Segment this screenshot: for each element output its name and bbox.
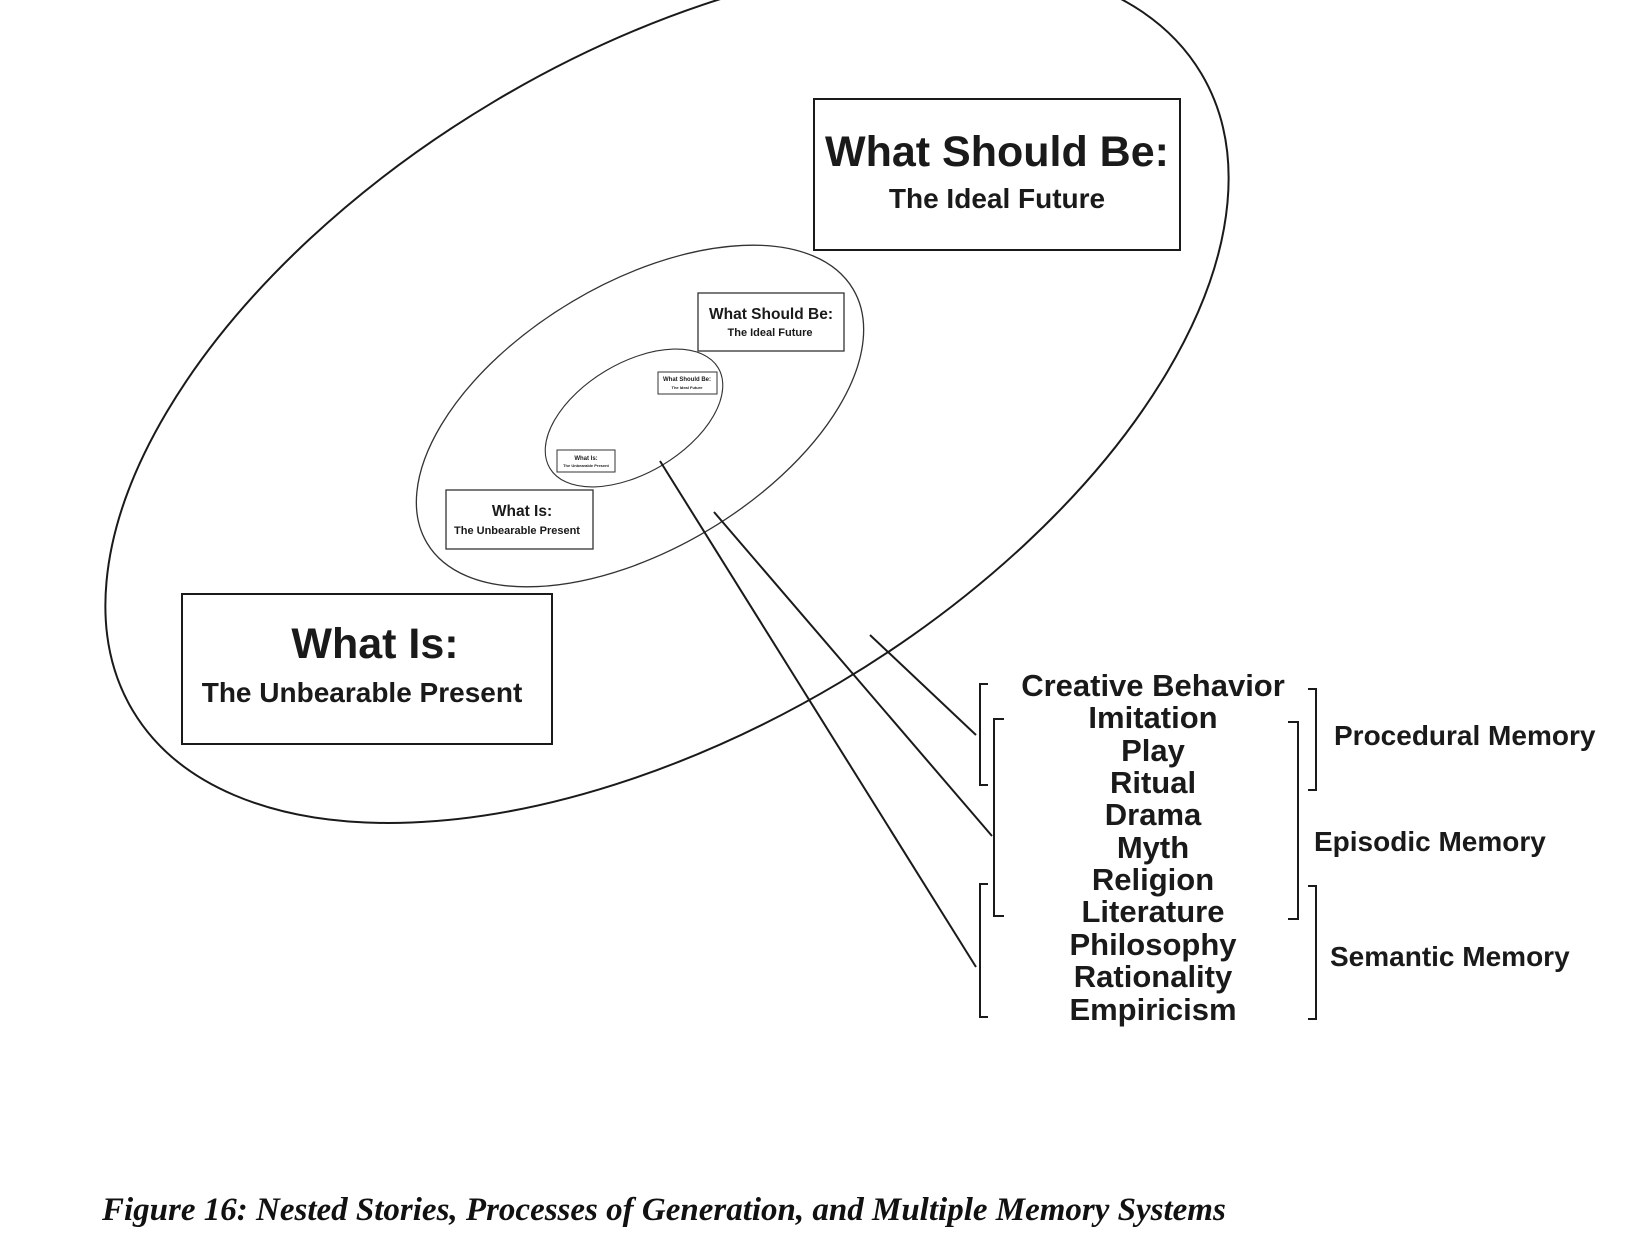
process-item: Ritual (1110, 765, 1196, 800)
process-item: Empiricism (1069, 992, 1236, 1027)
connector-line-inner (659, 460, 977, 968)
middle-future-title: What Should Be: (709, 306, 833, 323)
inner-present-box: What Is: The Unbearable Present (556, 449, 616, 473)
process-item: Philosophy (1069, 927, 1237, 962)
middle-present-title: What Is: (492, 503, 552, 520)
outer-present-title: What Is: (291, 620, 458, 668)
middle-future-box: What Should Be: The Ideal Future (697, 292, 845, 352)
inner-future-box: What Should Be: The Ideal Future (657, 371, 718, 395)
middle-story-ellipse (415, 244, 865, 588)
figure-caption: Figure 16: Nested Stories, Processes of … (102, 1192, 1226, 1228)
episodic-right-bracket (1288, 721, 1299, 920)
process-item: Imitation (1088, 700, 1217, 735)
connector-line-middle (713, 511, 993, 837)
outer-future-box: What Should Be: The Ideal Future (813, 98, 1181, 251)
inner-present-subtitle: The Unbearable Present (563, 463, 609, 468)
process-item: Literature (1082, 894, 1225, 929)
semantic-right-bracket (1308, 885, 1317, 1020)
procedural-memory-label: Procedural Memory (1334, 720, 1596, 751)
episodic-left-bracket (993, 718, 1004, 917)
inner-future-subtitle: The Ideal Future (672, 385, 704, 390)
middle-present-box: What Is: The Unbearable Present (445, 489, 594, 550)
outer-present-box: What Is: The Unbearable Present (181, 593, 553, 745)
process-item: Creative Behavior (1021, 668, 1285, 703)
procedural-left-bracket (979, 683, 988, 786)
semantic-memory-label: Semantic Memory (1330, 941, 1570, 972)
outer-future-subtitle: The Ideal Future (889, 183, 1105, 214)
inner-present-title: What Is: (574, 456, 597, 462)
process-list: Creative Behavior Imitation Play Ritual … (1021, 668, 1285, 1027)
process-item: Religion (1092, 862, 1214, 897)
process-item: Myth (1117, 830, 1189, 865)
middle-present-subtitle: The Unbearable Present (454, 525, 580, 537)
procedural-right-bracket (1308, 688, 1317, 791)
outer-story-ellipse (104, 0, 1230, 824)
process-item: Drama (1105, 797, 1202, 832)
middle-future-subtitle: The Ideal Future (728, 327, 813, 339)
outer-future-title: What Should Be: (825, 128, 1169, 176)
outer-present-subtitle: The Unbearable Present (202, 677, 523, 708)
inner-future-title: What Should Be: (663, 377, 711, 383)
semantic-left-bracket (979, 883, 988, 1018)
process-item: Rationality (1074, 959, 1233, 994)
process-item: Play (1121, 733, 1186, 768)
connector-line-outer (869, 634, 977, 736)
episodic-memory-label: Episodic Memory (1314, 826, 1546, 857)
